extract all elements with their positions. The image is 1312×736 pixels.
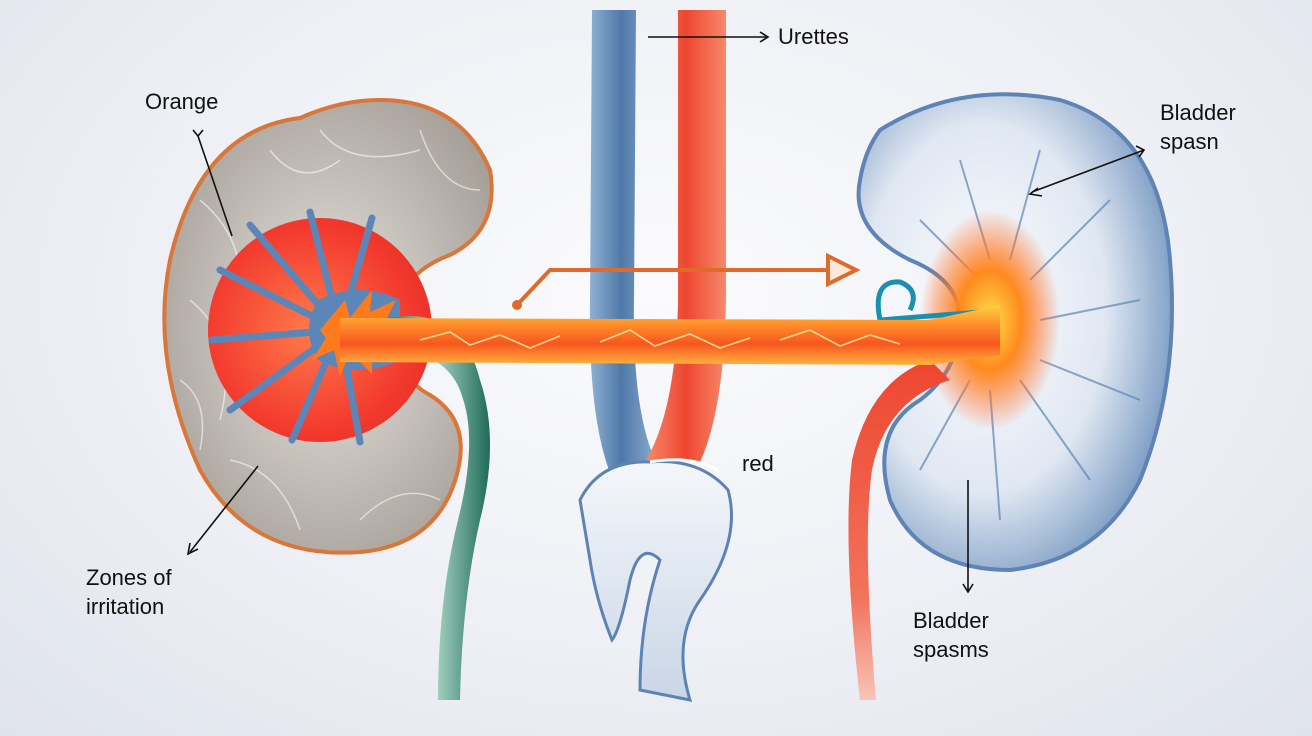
blue-vessel: [589, 10, 660, 478]
red-vessel: [646, 10, 726, 462]
left-kidney: [162, 97, 494, 555]
label-urettes: Urettes: [778, 24, 849, 49]
callout-arrow: [512, 252, 861, 310]
vessel-fork-band: [649, 458, 719, 472]
label-bladder-spasms: Bladder spasms: [913, 608, 989, 662]
pointer-arrows: [186, 31, 1146, 594]
label-red: red: [742, 451, 774, 476]
label-bladder-spasn: Bladder spasn: [1160, 100, 1236, 154]
green-ureter: [380, 316, 490, 700]
label-orange: Orange: [145, 89, 219, 114]
label-zones-of-irritation: Zones of irritation: [86, 565, 172, 619]
right-red-vessel: [848, 360, 950, 700]
nerve-beam: [340, 305, 1000, 365]
vessel-fork: [578, 460, 733, 702]
